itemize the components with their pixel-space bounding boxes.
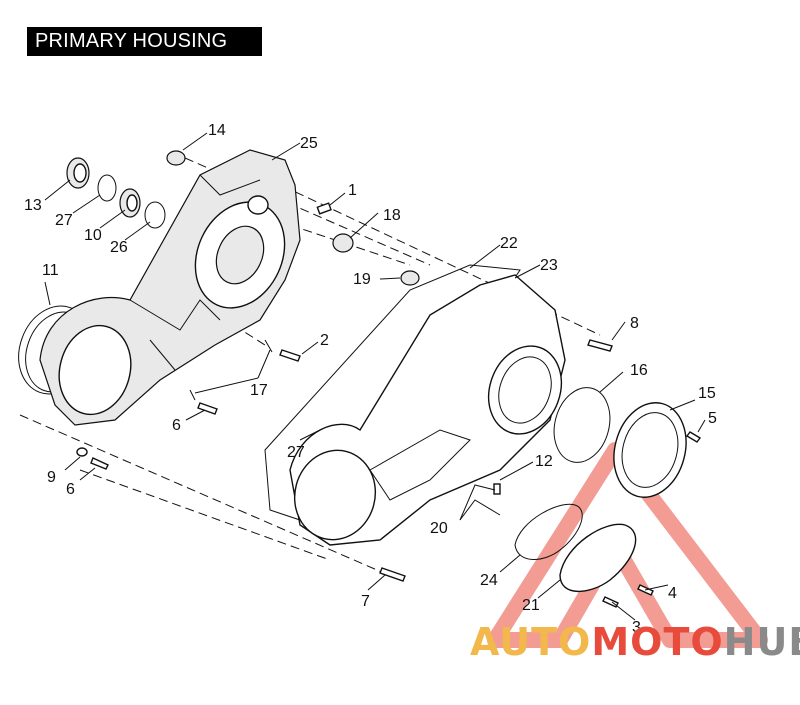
callout-10: 10 <box>84 227 102 244</box>
part-9-washer <box>76 447 88 457</box>
callout-14: 14 <box>208 122 226 139</box>
callout-6-upper: 6 <box>172 417 181 434</box>
part-12-screw <box>493 483 501 495</box>
watermark-moto: MOTO <box>591 620 724 664</box>
part-17-clip <box>189 339 273 401</box>
part-15-derby-cover <box>613 402 687 498</box>
callout-21: 21 <box>522 597 540 614</box>
part-27-ring <box>97 174 117 202</box>
callout-labels: 14 25 1 18 22 23 19 2 8 16 15 5 11 13 27… <box>24 122 717 636</box>
callout-20: 20 <box>430 520 448 537</box>
part-18-seal <box>332 233 354 253</box>
part-21-cover <box>559 523 637 593</box>
part-1-dowel <box>316 202 332 215</box>
part-2-bolt <box>279 349 301 362</box>
callout-11: 11 <box>42 262 59 279</box>
callout-5: 5 <box>708 410 717 427</box>
part-8-bolt <box>587 339 613 352</box>
callout-2: 2 <box>320 332 329 349</box>
part-13-seal <box>66 157 90 189</box>
part-26-ring <box>144 201 166 229</box>
inner-primary-housing <box>39 149 301 426</box>
watermark-auto: AUTO <box>470 620 592 664</box>
watermark-text: AUTOMOTOHUB <box>470 620 800 664</box>
part-24-gasket <box>514 503 583 560</box>
callout-18: 18 <box>383 207 401 224</box>
diagram-title: PRIMARY HOUSING <box>27 27 262 56</box>
callout-4: 4 <box>668 585 677 602</box>
part-5-screw <box>685 431 702 443</box>
callout-3: 3 <box>632 619 641 636</box>
callout-24: 24 <box>480 572 498 589</box>
part-14-seal <box>166 150 186 166</box>
callout-1: 1 <box>348 182 357 199</box>
part-7-bolt <box>379 567 406 582</box>
part-3-screw <box>602 596 619 608</box>
callout-13: 13 <box>24 197 42 214</box>
callout-12: 12 <box>535 453 553 470</box>
part-16-oring <box>553 387 611 463</box>
callout-23: 23 <box>540 257 558 274</box>
callout-27-top: 27 <box>55 212 73 229</box>
leader-lines <box>44 132 706 621</box>
part-19-bushing <box>400 270 420 286</box>
part-10-bearing <box>119 188 141 218</box>
outer-primary-cover <box>289 274 566 546</box>
callout-6-lower: 6 <box>66 481 75 498</box>
callout-8: 8 <box>630 315 639 332</box>
callout-15: 15 <box>698 385 716 402</box>
callout-9: 9 <box>47 469 56 486</box>
part-6-screw <box>90 457 109 470</box>
callout-16: 16 <box>630 362 648 379</box>
callout-7: 7 <box>361 593 370 610</box>
callout-17: 17 <box>250 382 268 399</box>
callout-27-bottom: 27 <box>287 444 305 461</box>
callout-19: 19 <box>353 271 371 288</box>
watermark-hub: HUB <box>723 620 800 664</box>
part-6-bolt <box>197 402 218 415</box>
callout-25: 25 <box>300 135 318 152</box>
callout-22: 22 <box>500 235 518 252</box>
callout-26: 26 <box>110 239 128 256</box>
